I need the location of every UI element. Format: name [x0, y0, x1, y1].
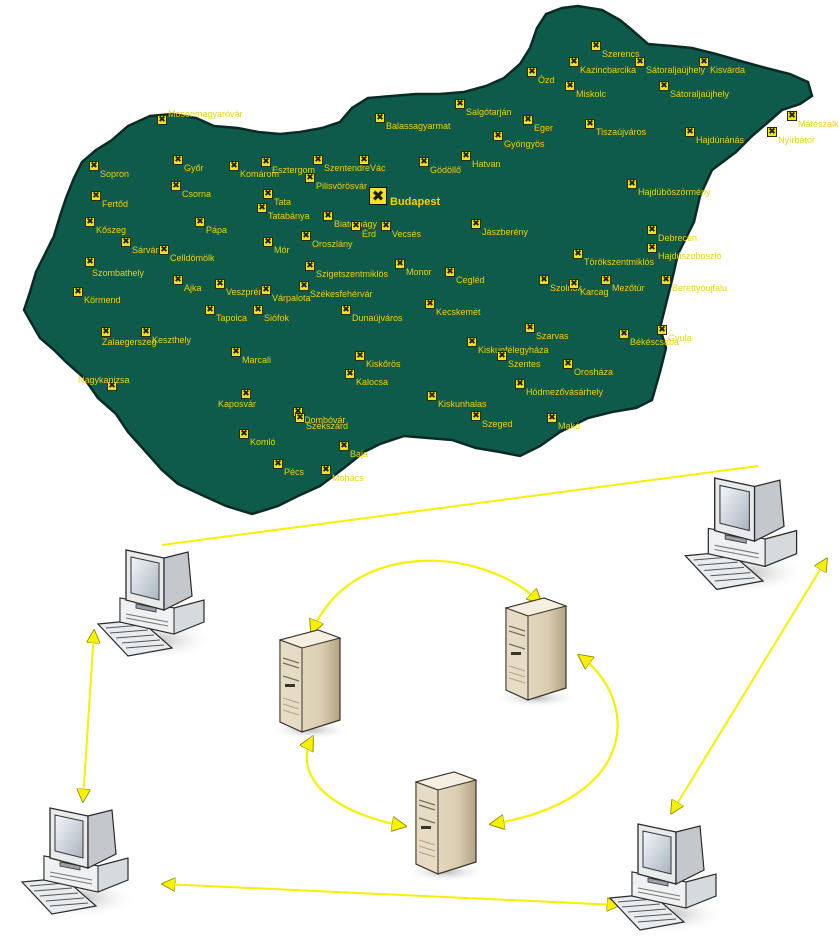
workstation-top-right — [684, 477, 808, 595]
server-bottom — [403, 771, 489, 883]
workstation-bottom-right — [609, 823, 727, 935]
link-server-bottom-left — [307, 738, 404, 826]
link-bottomleft-bottomright — [164, 884, 618, 905]
workstation-bottom-left — [21, 807, 139, 919]
link-topleft-topright — [161, 465, 759, 546]
server-right — [493, 597, 579, 709]
link-server-right-bottom — [492, 656, 619, 824]
workstation-top-left — [97, 549, 215, 661]
hungary-map — [22, 4, 814, 516]
server-left — [267, 629, 353, 741]
link-topleft-bottomleft — [83, 632, 94, 800]
link-topright-bottomright — [672, 560, 826, 812]
link-server-left-right — [312, 559, 540, 632]
